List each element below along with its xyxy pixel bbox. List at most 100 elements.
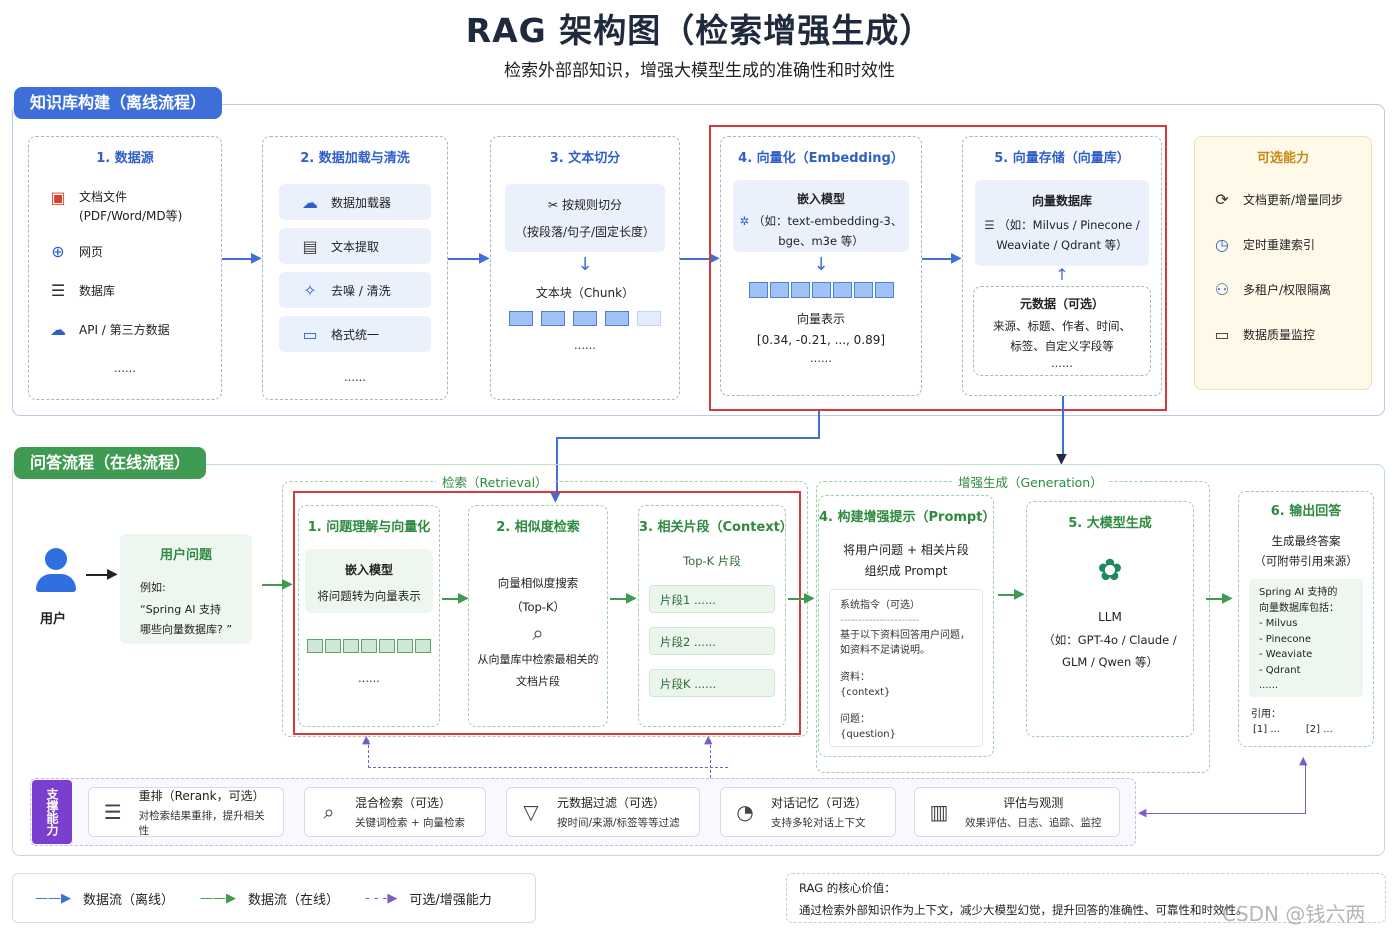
- format-label: 格式统一: [331, 327, 380, 342]
- support-out-line: [1146, 813, 1306, 814]
- arrowhead: ▶: [107, 566, 118, 582]
- output-d1: 生成最终答案: [1271, 534, 1341, 548]
- optional-title: 可选能力: [1256, 151, 1309, 166]
- arrow-1-2: [222, 258, 254, 260]
- arrow-question-r1: [262, 584, 286, 586]
- prompt-l5: 问题：: [840, 714, 870, 725]
- similarity-d2: 文档片段: [516, 675, 560, 688]
- up-arrow: ↑: [1055, 265, 1069, 284]
- embed-model-card: 嵌入模型 ✲ （如：text-embedding-3、 bge、m3e 等）: [733, 180, 909, 252]
- embedding-box: 4. 向量化（Embedding） 嵌入模型 ✲ （如：text-embeddi…: [720, 136, 922, 396]
- extract-card: ▤ 文本提取: [279, 228, 431, 264]
- similarity-box: 2. 相似度检索 向量相似度搜索 （Top-K） ⌕ 从向量库中检索最相关的 文…: [468, 505, 608, 727]
- legend-offline-label: 数据流（离线）: [83, 892, 175, 908]
- clock-icon: ◷: [1215, 235, 1229, 254]
- arrowhead: ▶: [1222, 590, 1233, 606]
- filter-title: 元数据过滤（可选）: [557, 796, 666, 810]
- question-example: 例如:: [140, 581, 166, 594]
- support-out-up: [1305, 762, 1306, 814]
- opt-rebuild: ◷定时重建索引: [1211, 235, 1371, 254]
- reference-2[interactable]: [2] ...: [1305, 724, 1333, 735]
- cloud-upload-icon: ☁: [302, 192, 318, 212]
- legend-online-line: ——▶: [200, 890, 237, 906]
- source-db: ☰数据库: [47, 281, 221, 300]
- connector-to-retrieval: [556, 437, 558, 495]
- generation-label: 增强生成（Generation）: [952, 472, 1109, 491]
- opt-sync-label: 文档更新/增量同步: [1243, 193, 1344, 207]
- prompt-template: 系统指令（可选） ---------------------- 基于以下资料回答…: [829, 589, 983, 747]
- offline-panel: [12, 104, 1385, 416]
- similarity-d1: 从向量库中检索最相关的: [477, 653, 599, 666]
- context-box: 3. 相关片段（Context） Top-K 片段 片段1 ...... 片段2…: [638, 505, 793, 727]
- support-memory: ◔对话记忆（可选）支持多轮对话上下文: [720, 787, 896, 837]
- opt-monitor-label: 数据质量监控: [1243, 328, 1316, 342]
- legend-offline-line: ——▶: [35, 890, 71, 906]
- format-icon: ▭: [302, 324, 318, 344]
- cloud-icon: ☁: [50, 320, 66, 339]
- embed-model-label: 嵌入模型: [796, 192, 845, 206]
- page-subtitle: 检索外部部知识，增强大模型生成的准确性和时效性: [504, 61, 895, 81]
- reference-1[interactable]: [1] ...: [1253, 724, 1280, 735]
- split-rule-label: 按规则切分: [561, 198, 622, 212]
- source-web-label: 网页: [79, 245, 104, 259]
- question-line2: 哪些向量数据库? ”: [140, 623, 233, 636]
- llm-d2: GLM / Qwen 等）: [1062, 655, 1158, 669]
- sync-icon: ⟳: [1215, 190, 1229, 209]
- source-db-label: 数据库: [79, 284, 116, 298]
- llm-box: 5. 大模型生成 ✿ LLM （如：GPT-4o / Claude / GLM …: [1026, 501, 1194, 737]
- reference-list: [1] ... [2] ...: [1253, 724, 1373, 735]
- core-value-box: RAG 的核心价值： 通过检索外部知识作为上下文，减少大模型幻觉，提升回答的准确…: [786, 873, 1386, 923]
- vector-label: 向量表示: [796, 312, 845, 326]
- support-hybrid: ⌕混合检索（可选）关键词检索 + 向量检索: [304, 787, 486, 837]
- context-title: 3. 相关片段（Context）: [639, 520, 793, 535]
- arrow-r2-r3: [610, 598, 630, 600]
- more-text: ......: [1051, 356, 1073, 370]
- metadata-label: 元数据（可选）: [1019, 297, 1104, 311]
- arrowhead: ▶: [251, 250, 262, 266]
- core-value-title: RAG 的核心价值：: [799, 881, 896, 895]
- user-avatar: [36, 548, 76, 594]
- legend-optional-label: 可选/增强能力: [409, 892, 492, 908]
- query-embed-title: 1. 问题理解与向量化: [307, 520, 431, 535]
- chunking-title: 3. 文本切分: [549, 151, 621, 166]
- support-label: 支撑能力: [32, 780, 72, 844]
- support-dashed-up2: [710, 740, 711, 778]
- legend-online-label: 数据流（在线）: [248, 892, 340, 908]
- answer-line: - Pinecone: [1259, 633, 1311, 645]
- globe-icon: ⊕: [51, 242, 65, 261]
- vector-value: [0.34, -0.21, ..., 0.89]: [756, 333, 886, 347]
- prompt-sys: 系统指令（可选）: [840, 600, 920, 611]
- chunking-box: 3. 文本切分 ✂ 按规则切分 （按段落/句子/固定长度） ↓ 文本块（Chun…: [490, 136, 680, 400]
- network-icon: ✲: [739, 214, 750, 228]
- vector-blocks: [721, 282, 921, 298]
- output-d2: （可附带引用来源）: [1254, 554, 1358, 568]
- split-rule-desc: （按段落/句子/固定长度）: [514, 225, 656, 239]
- rerank-desc: 对检索结果重排，提升相关性: [138, 809, 265, 837]
- embed-model-desc2: bge、m3e 等）: [778, 234, 864, 248]
- fragment-2: 片段2 ......: [649, 627, 775, 655]
- support-rerank: ☰重排（Rerank，可选）对检索结果重排，提升相关性: [88, 787, 284, 837]
- arrowhead-up: ▲: [704, 733, 713, 746]
- retrieval-label: 检索（Retrieval）: [436, 472, 554, 491]
- eval-desc: 效果评估、日志、追踪、监控: [965, 817, 1102, 829]
- extract-label: 文本提取: [331, 239, 380, 254]
- down-arrow: ↓: [813, 254, 829, 275]
- opt-tenant: ⚇多租户/权限隔离: [1211, 280, 1371, 299]
- bar-chart-icon: ▥: [929, 800, 949, 824]
- support-filter: ▽元数据过滤（可选）按时间/来源/标签等等过滤: [506, 787, 700, 837]
- source-doc-label: 文档文件: [79, 190, 128, 204]
- support-eval: ▥评估与观测效果评估、日志、追踪、监控: [914, 787, 1120, 837]
- scissors-icon: ✂: [548, 198, 559, 212]
- prompt-title: 4. 构建增强提示（Prompt）: [819, 510, 996, 525]
- metadata-desc2: 标签、自定义字段等: [1010, 339, 1114, 353]
- arrowhead: ▶: [458, 590, 469, 606]
- arrowhead: ▶: [804, 590, 815, 606]
- document-icon: ▤: [302, 236, 318, 256]
- arrowhead: ▶: [709, 250, 720, 266]
- sparkle-icon: ✧: [303, 280, 317, 300]
- memory-title: 对话记忆（可选）: [771, 796, 868, 810]
- source-api: ☁API / 第三方数据: [47, 320, 221, 339]
- legend-optional-line: - - -▶: [365, 890, 398, 906]
- hybrid-title: 混合检索（可选）: [355, 796, 452, 810]
- user-label: 用户: [40, 612, 67, 627]
